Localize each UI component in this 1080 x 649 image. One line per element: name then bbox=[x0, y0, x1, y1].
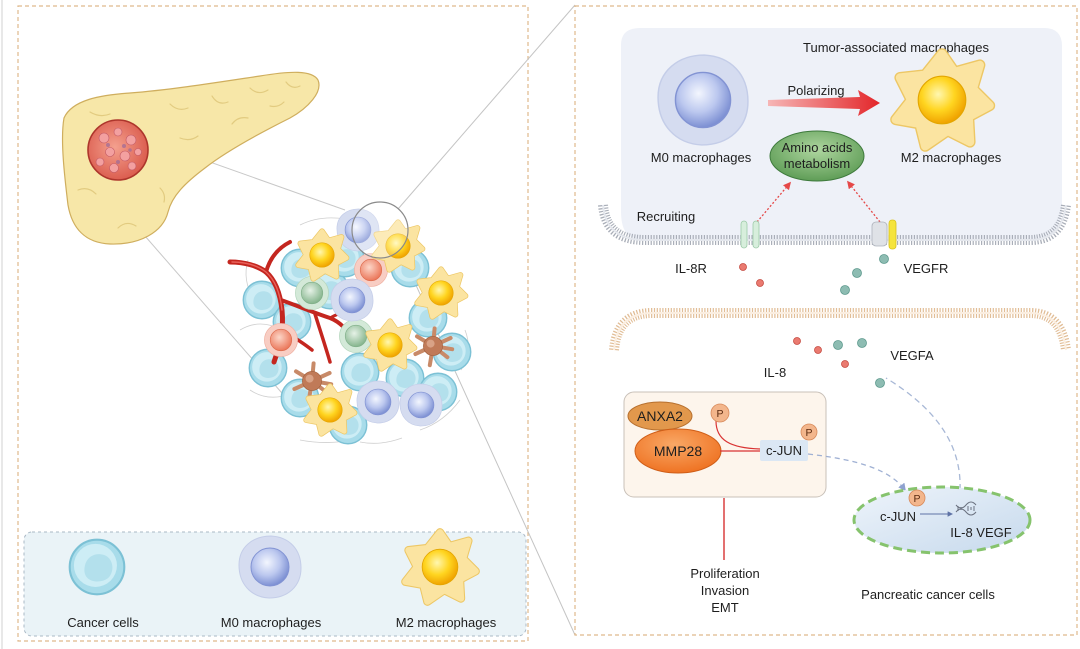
legend-label-cancer-cells: Cancer cells bbox=[67, 615, 139, 630]
zoom-line-to-right-top bbox=[397, 4, 576, 210]
m0-macrophage-cell bbox=[356, 380, 400, 424]
pancreas-shape bbox=[61, 71, 320, 245]
phosphate-badge-1: P bbox=[710, 403, 730, 423]
il8r-to-metabolism-arrow bbox=[756, 181, 792, 223]
outcome-emt: EMT bbox=[711, 600, 739, 615]
tam-title: Tumor-associated macrophages bbox=[803, 40, 989, 55]
phosphate-badge-2: P bbox=[800, 423, 818, 441]
right-panel: Tumor-associated macrophages M0 macropha… bbox=[574, 5, 1078, 636]
m0-macrophage-cell bbox=[330, 278, 374, 322]
cjun-label: c-JUN bbox=[766, 443, 802, 458]
magnifier-circle bbox=[351, 201, 409, 259]
outcome-invasion: Invasion bbox=[701, 583, 749, 598]
pancreas-organ bbox=[61, 71, 320, 245]
phosphate-label: P bbox=[805, 427, 812, 439]
right-panel-border bbox=[574, 5, 1078, 636]
recruiting-label: Recruiting bbox=[637, 209, 696, 224]
pancreatic-cancer-cells-label: Pancreatic cancer cells bbox=[861, 587, 995, 602]
cjun-translocation-dashed-arrow bbox=[807, 453, 906, 492]
amino-acid-metabolism-node bbox=[769, 130, 865, 182]
phosphate-label: P bbox=[913, 493, 920, 505]
cancer-cell-membrane-midline bbox=[613, 312, 1067, 351]
pink-cell bbox=[264, 323, 298, 357]
vegfa-molecules bbox=[833, 254, 889, 388]
pancreatic-tumor bbox=[87, 119, 149, 181]
il8r-receptor bbox=[740, 220, 760, 249]
cjun-node bbox=[760, 440, 808, 461]
vegfa-label: VEGFA bbox=[890, 348, 934, 363]
nucleus: c-JUN P IL-8 VEGF bbox=[852, 485, 1032, 555]
metabolism-label-line1: Amino acids bbox=[782, 140, 853, 155]
mmp28-label: MMP28 bbox=[654, 443, 702, 459]
vegfr-label: VEGFR bbox=[904, 261, 949, 276]
legend: Cancer cells M0 macrophages M2 macrophag… bbox=[23, 532, 527, 637]
legend-label-m0-macrophages: M0 macrophages bbox=[221, 615, 322, 630]
il8r-label: IL-8R bbox=[675, 261, 707, 276]
anxa2-node bbox=[627, 401, 693, 431]
anxa2-label: ANXA2 bbox=[637, 408, 683, 424]
legend-label-m2-macrophages: M2 macrophages bbox=[396, 615, 497, 630]
m0-macrophages-label: M0 macrophages bbox=[651, 150, 752, 165]
dna-helix-icon bbox=[955, 501, 977, 516]
phosphate-label: P bbox=[716, 408, 723, 420]
nucleus-envelope bbox=[852, 485, 1032, 555]
left-panel-border bbox=[17, 5, 529, 642]
nucleus-to-vegfa-dashed-line bbox=[885, 377, 961, 491]
polarizing-label: Polarizing bbox=[787, 83, 844, 98]
green-cell bbox=[295, 276, 329, 310]
macrophage-membrane-midline bbox=[602, 204, 1067, 241]
pancreas-lobules bbox=[77, 81, 301, 229]
vegfr-receptor bbox=[871, 219, 897, 250]
vegfr-to-metabolism-arrow bbox=[847, 180, 881, 223]
tumor-cluster bbox=[227, 201, 472, 445]
pancreatic-cancer-cell: IL-8 VEGFA ANXA2 MMP28 P c-JUN P Pro bbox=[609, 308, 1071, 615]
target-genes-label: IL-8 VEGF bbox=[950, 525, 1011, 540]
cancer-cell-icon bbox=[68, 538, 126, 596]
outcome-proliferation: Proliferation bbox=[690, 566, 759, 581]
metabolism-label-line2: metabolism bbox=[784, 156, 850, 171]
left-panel: Cancer cells M0 macrophages M2 macrophag… bbox=[17, 4, 576, 642]
phospho-to-cjun-curve bbox=[715, 420, 761, 450]
m0-macrophage-icon bbox=[238, 535, 302, 599]
m2-macrophages-label: M2 macrophages bbox=[901, 150, 1002, 165]
il8-molecules bbox=[739, 263, 849, 368]
phosphate-badge-3: P bbox=[908, 489, 926, 507]
macrophage-cell: Tumor-associated macrophages M0 macropha… bbox=[598, 28, 1071, 276]
m0-macrophage-cell bbox=[399, 383, 443, 427]
polarizing-arrow bbox=[768, 90, 880, 116]
m0-macrophage-illustration bbox=[657, 54, 749, 146]
il8-label: IL-8 bbox=[764, 365, 786, 380]
nucleus-cjun-label: c-JUN bbox=[880, 509, 916, 524]
